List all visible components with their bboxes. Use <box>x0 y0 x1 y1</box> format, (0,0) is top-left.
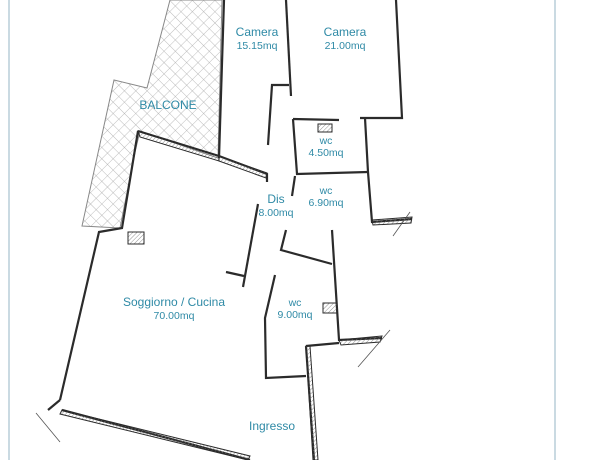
room-name: Camera <box>235 25 279 39</box>
room-area: 8.00mq <box>258 206 294 219</box>
room-wc-1: WC 4.50mq <box>308 135 343 159</box>
room-area: 6.90mq <box>308 197 344 210</box>
balcony-area <box>81 0 223 229</box>
room-area: 70.00mq <box>153 309 195 322</box>
room-name: BALCONE <box>139 98 197 112</box>
room-name: WC <box>319 185 333 197</box>
room-area: 4.50mq <box>308 147 344 160</box>
room-name: WC <box>288 297 302 309</box>
room-area: 15.15mq <box>236 39 278 52</box>
room-area: 21.00mq <box>324 39 366 52</box>
room-wc-3: WC 9.00mq <box>277 297 312 321</box>
room-camera-1: Camera 15.15mq <box>235 25 279 52</box>
room-area: 9.00mq <box>277 309 313 322</box>
room-name: Dis <box>267 192 285 206</box>
room-name: Soggiorno / Cucina <box>122 295 226 309</box>
room-name: Camera <box>323 25 367 39</box>
room-camera-2: Camera 21.00mq <box>323 25 367 52</box>
wall-fills <box>59 123 413 460</box>
exterior-lines <box>35 211 411 443</box>
walls <box>47 0 413 460</box>
room-soggiorno-cucina: Soggiorno / Cucina 70.00mq <box>122 295 226 322</box>
room-name: Ingresso <box>248 419 296 433</box>
room-ingresso: Ingresso <box>248 419 296 434</box>
room-wc-2: WC 6.90mq <box>308 185 343 209</box>
room-balcone: BALCONE <box>139 98 197 113</box>
room-dis: Dis 8.00mq <box>258 192 294 219</box>
room-name: WC <box>319 135 333 147</box>
